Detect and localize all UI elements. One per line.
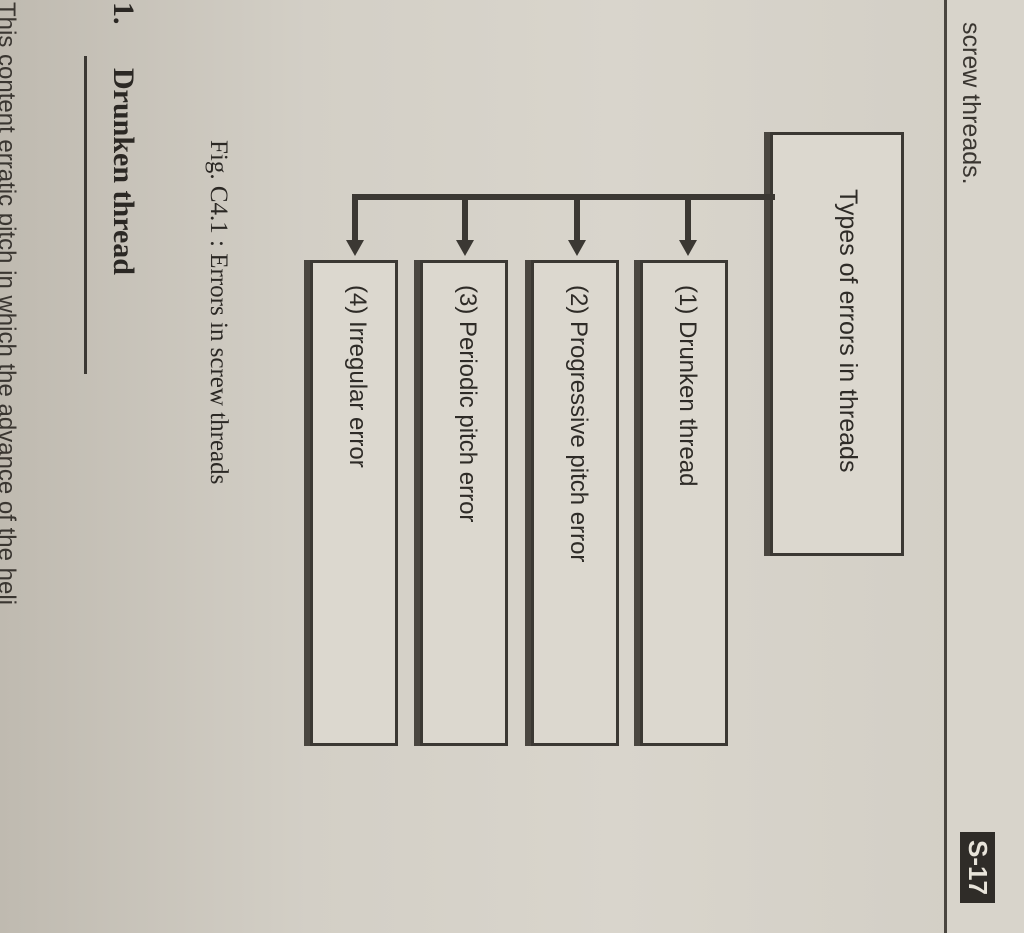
- connector-trunk: [765, 194, 775, 200]
- diagram-item-3: (3) Periodic pitch error: [420, 260, 508, 746]
- arrow-3: [456, 240, 474, 256]
- section-title: Drunken thread: [107, 68, 140, 275]
- diagram-item-4: (4) Irregular error: [310, 260, 398, 746]
- margin-strip: [947, 0, 1024, 933]
- diagram-item-label: (2) Progressive pitch error: [565, 285, 592, 563]
- connector-drop-1: [685, 196, 691, 244]
- figure-caption: Fig. C4.1 : Errors in screw threads: [205, 140, 232, 485]
- arrow-4: [346, 240, 364, 256]
- diagram-root-box: Types of errors in threads: [770, 132, 904, 556]
- diagram-item-2: (2) Progressive pitch error: [531, 260, 619, 746]
- diagram-root-label: Types of errors in threads: [834, 189, 862, 473]
- diagram-item-label: (3) Periodic pitch error: [454, 285, 481, 523]
- diagram-item-1: (1) Drunken thread: [640, 260, 728, 746]
- arrow-2: [568, 240, 586, 256]
- connector-drop-3: [462, 196, 468, 244]
- connector-drop-4: [352, 196, 358, 244]
- diagram-item-label: (4) Irregular error: [344, 285, 371, 468]
- section-number: 1.: [107, 2, 140, 25]
- connector-bus: [352, 194, 770, 200]
- arrow-1: [679, 240, 697, 256]
- page-number-badge: S-17: [960, 832, 995, 903]
- running-header: screw threads.: [957, 22, 985, 185]
- section-title-underline: [84, 56, 87, 374]
- page-border-line: [944, 0, 947, 933]
- connector-drop-2: [574, 196, 580, 244]
- body-text-fragment: This content erratic pitch in which the …: [0, 2, 20, 605]
- diagram-item-label: (1) Drunken thread: [674, 285, 701, 487]
